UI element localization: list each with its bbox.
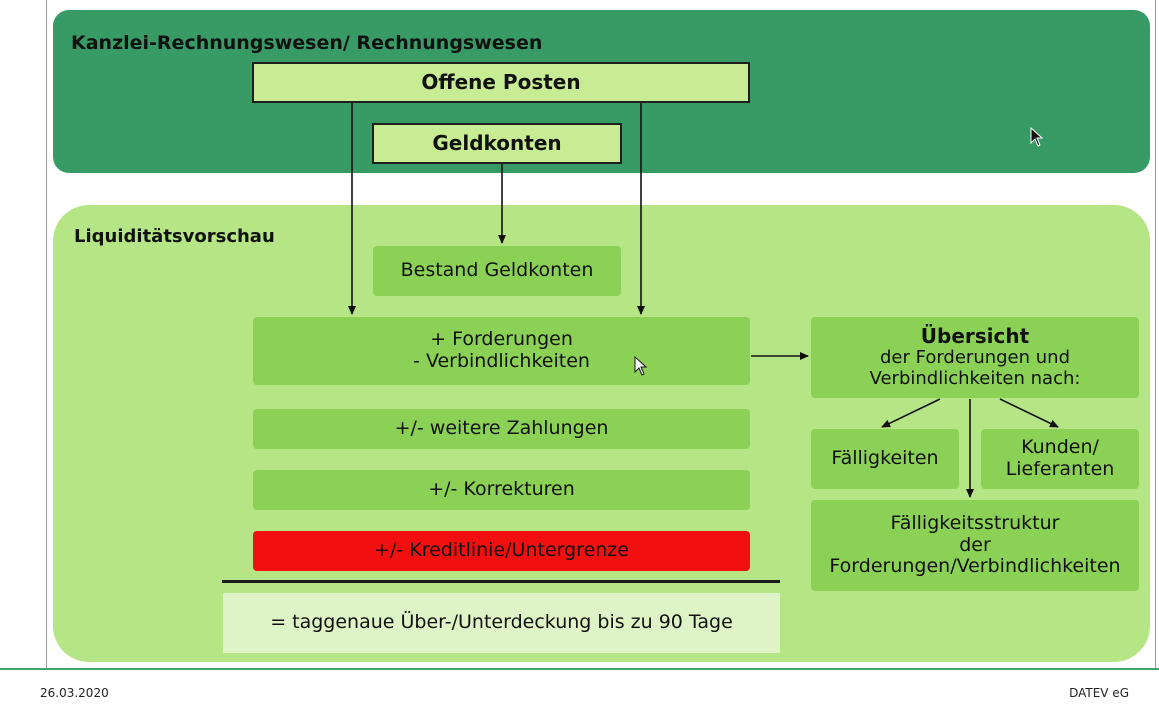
forderungen-verbindlichkeiten-box: + Forderungen - Verbindlichkeiten <box>253 317 750 385</box>
mouse-pointer-icon <box>634 356 648 376</box>
struktur-line-2: der <box>959 533 991 556</box>
verbindlichkeiten-label: - Verbindlichkeiten <box>413 350 590 372</box>
weitere-zahlungen-box: +/- weitere Zahlungen <box>253 409 750 449</box>
kunden-label: Kunden/ <box>1021 436 1099 459</box>
lieferanten-label: Lieferanten <box>1005 458 1115 480</box>
arrow-overview-to-kunden <box>999 398 1059 428</box>
result-box: = taggenaue Über-/Unterdeckung bis zu 90… <box>223 593 780 653</box>
arrow-overview-to-faelligkeiten <box>881 398 941 428</box>
geldkonten-box: Geldkonten <box>372 123 622 164</box>
footer-company: DATEV eG <box>1069 686 1129 700</box>
faelligkeitsstruktur-box: Fälligkeitsstruktur der Forderungen/Verb… <box>811 500 1139 591</box>
overview-line-2: Verbindlichkeiten nach: <box>869 368 1081 389</box>
sum-divider <box>222 580 780 583</box>
struktur-line-1: Fälligkeitsstruktur <box>890 511 1060 534</box>
struktur-line-3: Forderungen/Verbindlichkeiten <box>829 555 1121 578</box>
offene-posten-box: Offene Posten <box>252 62 750 103</box>
overview-line-1: der Forderungen und <box>879 347 1071 369</box>
forderungen-label: + Forderungen <box>430 328 573 351</box>
kreditlinie-box: +/- Kreditlinie/Untergrenze <box>253 531 750 571</box>
liquidity-heading: Liquiditätsvorschau <box>74 226 275 247</box>
faelligkeiten-box: Fälligkeiten <box>811 429 959 489</box>
accounting-heading: Kanzlei-Rechnungswesen/ Rechnungswesen <box>71 32 543 54</box>
slide-frame <box>46 0 1156 668</box>
overview-title: Übersicht <box>920 324 1030 349</box>
korrekturen-box: +/- Korrekturen <box>253 470 750 510</box>
footer-divider <box>0 668 1159 670</box>
bestand-geldkonten-box: Bestand Geldkonten <box>373 246 621 296</box>
mouse-pointer-icon <box>1030 127 1044 147</box>
overview-box: Übersicht der Forderungen und Verbindlic… <box>811 317 1139 398</box>
kunden-lieferanten-box: Kunden/ Lieferanten <box>981 429 1139 489</box>
footer-date: 26.03.2020 <box>40 686 109 700</box>
